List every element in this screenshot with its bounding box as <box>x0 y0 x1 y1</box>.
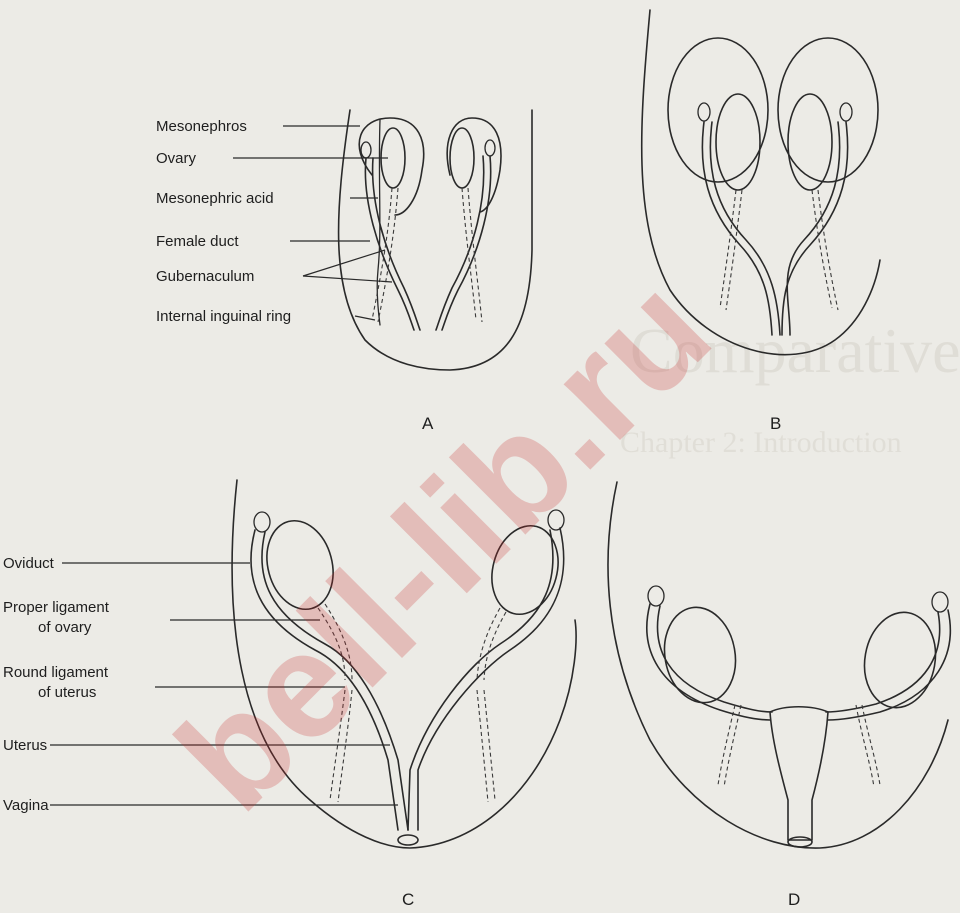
label-gubernaculum: Gubernaculum <box>156 268 254 285</box>
label-uterus: Uterus <box>3 737 47 754</box>
panel-d-vagina-opening <box>788 837 812 847</box>
panel-d-body-wall <box>608 482 948 848</box>
panel-c-left-duct-tip <box>254 512 270 532</box>
panel-d-letter: D <box>788 890 800 909</box>
panel-b-left-duct-tip <box>698 103 710 121</box>
leader-gubernaculum-2 <box>303 276 392 282</box>
panel-a-right-duct-tip <box>485 140 495 156</box>
label-internal-inguinal-ring: Internal inguinal ring <box>156 308 291 325</box>
panel-a-letter: A <box>422 414 434 433</box>
panel-d-left-oviduct-inner <box>658 606 772 712</box>
panel-b-right-gubernaculum <box>812 190 832 308</box>
panel-d-right-ovary <box>857 607 943 714</box>
label-female-duct: Female duct <box>156 233 239 250</box>
panel-c-right-round-ligament <box>484 690 495 800</box>
label-round-ligament-1: Round ligament <box>3 664 109 681</box>
panel-b-letter: B <box>770 414 781 433</box>
panel-a-right-ovary <box>450 128 474 188</box>
watermark-text: bell-lib.ru <box>145 245 741 841</box>
leader-gubernaculum-1 <box>303 250 385 276</box>
label-proper-ligament-2: of ovary <box>38 619 92 636</box>
label-round-ligament-2: of uterus <box>38 684 96 701</box>
label-ovary: Ovary <box>156 150 197 167</box>
panel-b-right-duct <box>782 122 848 335</box>
panel-a: Mesonephros Ovary Mesonephric acid Femal… <box>156 110 532 433</box>
panel-d-right-duct-tip <box>932 592 948 612</box>
panel-b-right-duct-tip <box>840 103 852 121</box>
panel-c-vagina-opening <box>398 835 418 845</box>
label-oviduct: Oviduct <box>3 555 55 572</box>
label-vagina: Vagina <box>3 797 49 814</box>
panel-d: D <box>608 482 950 909</box>
panel-d-right-oviduct <box>828 610 950 720</box>
leader-inguinal-ring <box>355 316 375 320</box>
label-mesonephric-duct: Mesonephric acid <box>156 190 274 207</box>
panel-b-right-ovary <box>788 94 832 190</box>
panel-c-right-proper-ligament <box>484 612 506 680</box>
panel-b-left-gubernaculum <box>720 190 736 308</box>
panel-d-uterus <box>770 707 828 840</box>
panel-a-right-female-duct-inner <box>436 156 484 330</box>
panel-d-left-duct-tip <box>648 586 664 606</box>
panel-a-body-wall <box>339 110 532 370</box>
panel-d-right-oviduct-inner <box>826 612 940 712</box>
panel-c-letter: C <box>402 890 414 909</box>
panel-d-right-round-ligament <box>862 705 880 785</box>
label-mesonephros: Mesonephros <box>156 118 247 135</box>
label-proper-ligament-1: Proper ligament <box>3 599 110 616</box>
panel-d-left-round-ligament <box>718 705 735 785</box>
panel-a-left-duct-tip <box>361 142 371 158</box>
panel-a-left-mesonephros <box>359 118 423 215</box>
